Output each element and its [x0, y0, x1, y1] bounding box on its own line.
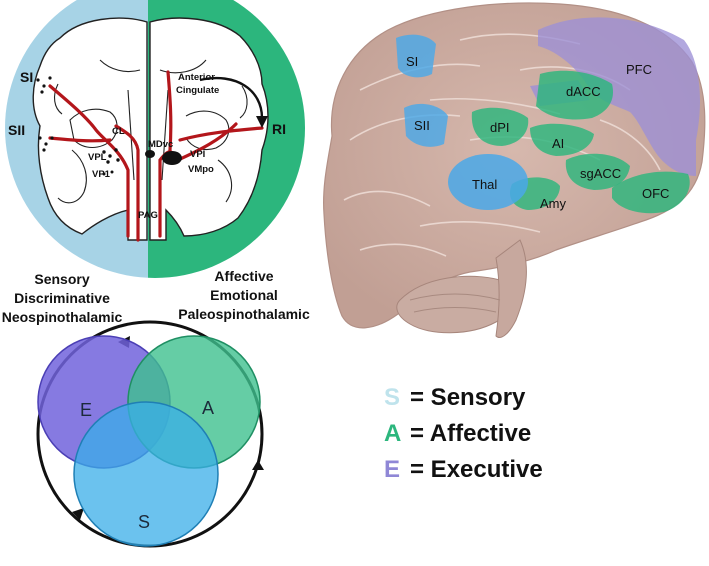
sensory-title-line2: Discriminative — [14, 290, 110, 306]
legend-text-affective: = Affective — [410, 420, 531, 447]
sagittal-brain: SI SII dPI dACC PFC AI Thal sgACC Amy OF… — [323, 2, 706, 338]
legend-item-sensory: S = Sensory — [384, 384, 526, 411]
legend-text-executive: = Executive — [410, 456, 543, 483]
label-cingulate: Cingulate — [176, 85, 219, 96]
mdvc-nucleus — [162, 151, 182, 165]
venn-label-s: S — [138, 512, 150, 532]
label-vpi: VPI — [190, 149, 205, 160]
brain-label-thal: Thal — [472, 177, 497, 192]
label-vmpo: VMpo — [188, 164, 214, 175]
label-vp1: VP1 — [92, 169, 111, 180]
affective-title-line1: Affective — [214, 268, 273, 284]
brain-label-sgacc: sgACC — [580, 166, 621, 181]
brain-label-amy: Amy — [540, 196, 567, 211]
cycle-arrow-left — [72, 508, 84, 520]
label-anterior: Anterior — [178, 72, 215, 83]
legend-letter-a: A — [384, 420, 401, 447]
label-pag: PAG — [138, 210, 158, 221]
label-vpl: VPL — [88, 152, 107, 163]
legend-letter-s: S — [384, 384, 400, 411]
venn-label-e: E — [80, 400, 92, 420]
region-dpi — [471, 107, 529, 146]
brainstem — [495, 239, 527, 338]
region-si — [396, 34, 436, 78]
cerebellum-folia — [409, 293, 501, 313]
region-ofc — [612, 171, 690, 214]
cycle-arrow-right — [252, 460, 264, 470]
label-si: SI — [20, 69, 33, 85]
affective-title-line2: Emotional — [210, 287, 278, 303]
legend-item-affective: A = Affective — [384, 420, 531, 447]
label-sii: SII — [8, 122, 25, 138]
affective-title: Affective Emotional Paleospinothalamic — [178, 268, 310, 322]
region-ai — [530, 123, 594, 156]
venn-label-a: A — [202, 398, 214, 418]
venn-circle-sensory — [73, 401, 219, 547]
coronal-brain-section — [32, 17, 269, 241]
pathway-circle: SI SII RI CL VPL VP1 MDvc VPI VMpo PAG A… — [5, 0, 305, 278]
sensory-title-line1: Sensory — [34, 271, 89, 287]
label-mdvc: MDvc — [148, 139, 173, 150]
label-cl: CL — [112, 126, 125, 137]
sensory-title-line3: Neospinothalamic — [2, 309, 123, 325]
sensory-title: Sensory Discriminative Neospinothalamic — [2, 271, 123, 325]
brain-label-pfc: PFC — [626, 62, 652, 77]
region-sii — [404, 103, 448, 147]
cingulate-arrow — [199, 76, 264, 119]
brain-label-sii: SII — [414, 118, 430, 133]
thalamic-dots — [36, 76, 120, 176]
brain-label-dacc: dACC — [566, 84, 601, 99]
legend-letter-e: E — [384, 456, 400, 483]
venn-diagram: E A S — [36, 320, 264, 548]
mdvc-dot — [145, 150, 155, 158]
cerebellum — [396, 275, 514, 334]
legend-text-sensory: = Sensory — [410, 384, 526, 411]
region-sgacc — [565, 153, 630, 190]
brain-label-dpi: dPI — [490, 120, 510, 135]
legend: S = Sensory A = Affective E = Executive — [384, 384, 543, 483]
label-ri: RI — [272, 121, 286, 137]
region-dacc — [536, 70, 614, 120]
inner-structures — [53, 59, 248, 204]
brain-label-ai: AI — [552, 136, 564, 151]
arrow-head — [256, 116, 268, 128]
brain-label-si: SI — [406, 54, 418, 69]
affective-title-line3: Paleospinothalamic — [178, 306, 310, 322]
region-thal — [448, 154, 528, 210]
legend-item-executive: E = Executive — [384, 456, 543, 483]
brain-label-ofc: OFC — [642, 186, 669, 201]
region-pfc — [538, 17, 700, 176]
